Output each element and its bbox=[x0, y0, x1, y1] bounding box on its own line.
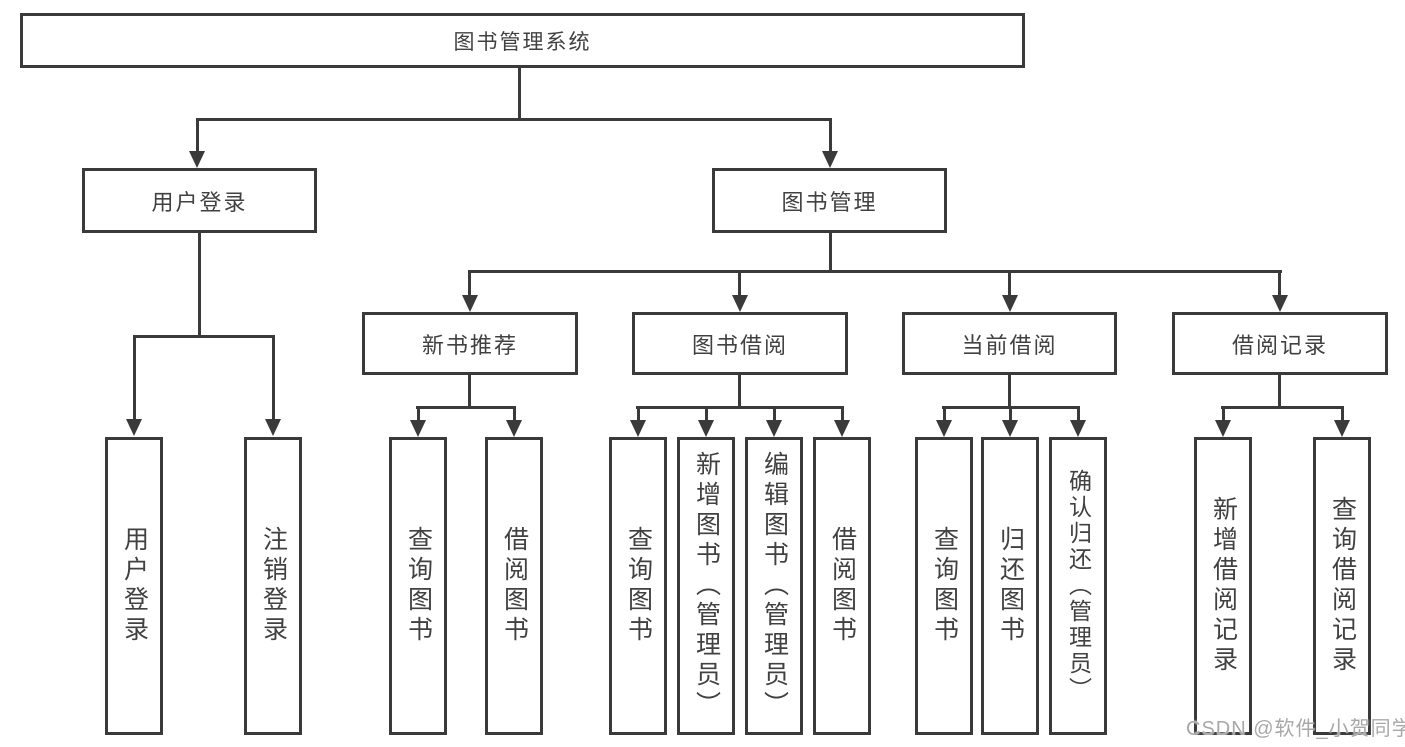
arrowhead-down-icon bbox=[189, 151, 205, 168]
arrowhead-down-icon bbox=[506, 420, 522, 437]
connector-book-mgmt-drop bbox=[829, 121, 832, 153]
leaf-label: 用户登录 bbox=[120, 526, 149, 646]
arrowhead-down-icon bbox=[732, 295, 748, 312]
node-borrow-records: 借阅记录 bbox=[1172, 312, 1388, 375]
connector-book-borrow-stem bbox=[738, 375, 741, 408]
leaf-label: 新增借阅记录 bbox=[1209, 496, 1238, 676]
connector-leaf-drop bbox=[705, 408, 708, 422]
arrowhead-down-icon bbox=[126, 419, 142, 436]
connector-leaf-drop bbox=[637, 408, 640, 422]
leaf-label: 编辑图书（管理员） bbox=[760, 451, 789, 721]
leaf-label: 归还图书 bbox=[996, 526, 1025, 646]
node-leaf-newbooks-query: 查询图书 bbox=[389, 437, 447, 735]
connector-current-borrow-rail bbox=[942, 406, 1080, 409]
connector-book-mgmt-stem bbox=[829, 233, 832, 273]
node-leaf-bookborrow-edit-admin: 编辑图书（管理员） bbox=[745, 437, 803, 735]
node-user-login-label: 用户登录 bbox=[151, 189, 248, 215]
node-book-borrow: 图书借阅 bbox=[632, 312, 848, 375]
arrowhead-down-icon bbox=[265, 419, 281, 436]
node-root: 图书管理系统 bbox=[20, 13, 1025, 68]
connector-section-drop bbox=[1278, 273, 1281, 297]
node-leaf-bookborrow-borrow: 借阅图书 bbox=[813, 437, 871, 735]
connector-borrow-records-rail bbox=[1221, 406, 1344, 409]
connector-leaf-drop bbox=[943, 408, 946, 422]
arrowhead-down-icon bbox=[1070, 420, 1086, 437]
node-borrow-records-label: 借阅记录 bbox=[1231, 332, 1328, 358]
connector-user-login-drop bbox=[196, 121, 199, 153]
arrowhead-down-icon bbox=[462, 295, 478, 312]
node-current-borrow: 当前借阅 bbox=[902, 312, 1117, 375]
connector-leaf-drop bbox=[773, 408, 776, 422]
connector-section-drop bbox=[468, 273, 471, 297]
node-current-borrow-label: 当前借阅 bbox=[961, 332, 1058, 358]
arrowhead-down-icon bbox=[1215, 420, 1231, 437]
csdn-watermark: CSDN @软件_小贺同学 bbox=[1186, 718, 1405, 740]
node-new-books: 新书推荐 bbox=[362, 312, 578, 375]
leaf-label: 查询图书 bbox=[404, 526, 433, 646]
node-leaf-currentborrow-confirm-admin: 确认归还（管理员） bbox=[1049, 437, 1107, 735]
connector-borrow-records-stem bbox=[1278, 375, 1281, 408]
connector-leaf-drop bbox=[133, 338, 136, 420]
connector-root-stem bbox=[518, 68, 521, 120]
node-book-mgmt: 图书管理 bbox=[712, 168, 947, 233]
arrowhead-down-icon bbox=[630, 420, 646, 437]
connector-leaf-drop bbox=[513, 408, 516, 422]
node-leaf-user-login: 用户登录 bbox=[105, 437, 163, 735]
leaf-label: 查询借阅记录 bbox=[1328, 496, 1357, 676]
arrowhead-down-icon bbox=[834, 420, 850, 437]
arrowhead-down-icon bbox=[1272, 295, 1288, 312]
connector-book-borrow-rail bbox=[636, 406, 844, 409]
node-book-borrow-label: 图书借阅 bbox=[691, 332, 788, 358]
node-book-mgmt-label: 图书管理 bbox=[781, 189, 878, 215]
node-leaf-bookborrow-query: 查询图书 bbox=[609, 437, 667, 735]
connector-user-login-rail bbox=[133, 335, 275, 338]
leaf-label: 确认归还（管理员） bbox=[1065, 469, 1092, 703]
node-leaf-currentborrow-query: 查询图书 bbox=[915, 437, 973, 735]
leaf-label: 借阅图书 bbox=[500, 526, 529, 646]
arrowhead-down-icon bbox=[1334, 420, 1350, 437]
arrowhead-down-icon bbox=[822, 151, 838, 168]
connector-level1-rail bbox=[196, 118, 832, 121]
connector-level3-rail bbox=[468, 270, 1282, 273]
leaf-label: 借阅图书 bbox=[828, 526, 857, 646]
arrowhead-down-icon bbox=[766, 420, 782, 437]
connector-section-drop bbox=[738, 273, 741, 297]
arrowhead-down-icon bbox=[410, 420, 426, 437]
connector-leaf-drop bbox=[1222, 408, 1225, 422]
connector-leaf-drop bbox=[272, 338, 275, 420]
node-leaf-currentborrow-return: 归还图书 bbox=[981, 437, 1039, 735]
node-leaf-records-add: 新增借阅记录 bbox=[1194, 437, 1252, 735]
connector-leaf-drop bbox=[1077, 408, 1080, 422]
leaf-label: 查询图书 bbox=[930, 526, 959, 646]
arrowhead-down-icon bbox=[1002, 420, 1018, 437]
connector-current-borrow-stem bbox=[1008, 375, 1011, 408]
node-root-label: 图书管理系统 bbox=[453, 30, 592, 54]
connector-leaf-drop bbox=[417, 408, 420, 422]
connector-section-drop bbox=[1008, 273, 1011, 297]
connector-new-books-stem bbox=[468, 375, 471, 408]
connector-leaf-drop bbox=[1341, 408, 1344, 422]
node-leaf-logout: 注销登录 bbox=[244, 437, 302, 735]
arrowhead-down-icon bbox=[1002, 295, 1018, 312]
node-new-books-label: 新书推荐 bbox=[421, 332, 518, 358]
node-leaf-newbooks-borrow: 借阅图书 bbox=[485, 437, 543, 735]
node-user-login: 用户登录 bbox=[82, 168, 317, 233]
leaf-label: 新增图书（管理员） bbox=[692, 451, 721, 721]
node-leaf-records-query: 查询借阅记录 bbox=[1313, 437, 1371, 735]
node-leaf-bookborrow-add-admin: 新增图书（管理员） bbox=[677, 437, 735, 735]
connector-user-login-stem bbox=[198, 233, 201, 338]
leaf-label: 注销登录 bbox=[259, 526, 288, 646]
leaf-label: 查询图书 bbox=[624, 526, 653, 646]
arrowhead-down-icon bbox=[698, 420, 714, 437]
connector-leaf-drop bbox=[841, 408, 844, 422]
arrowhead-down-icon bbox=[936, 420, 952, 437]
connector-leaf-drop bbox=[1009, 408, 1012, 422]
connector-new-books-rail bbox=[416, 406, 516, 409]
